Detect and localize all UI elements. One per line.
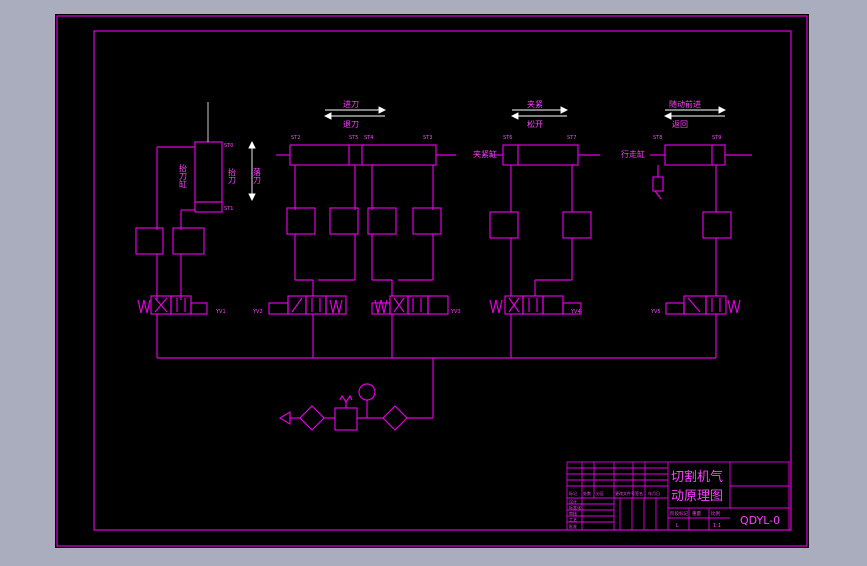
sensor-st1: ST1 [224,206,233,212]
tb-header-0: 标记 [569,490,577,496]
title-block-grid [566,461,790,531]
air-preparation-unit [278,383,408,431]
tb-header-3: 更改文件号 [615,490,635,496]
tb-stage-value: L [676,523,679,529]
sensor-st5: ST5 [349,135,358,141]
tb-scale-value: 1:1 [713,523,721,529]
sensor-st4: ST4 [364,135,373,141]
drawing-title-line1: 切割机气 [671,469,723,485]
cut-cylinder-label: 抬刀缸 [179,163,188,188]
tb-header-2: 分区 [596,490,604,496]
return-label: 返回 [672,120,688,129]
valve-yv3: YV3 [450,309,461,315]
tb-row-design: 设计 [569,498,577,504]
tb-stage-mark: 阶段标记 [670,510,688,517]
tb-row-review: 审核 [569,510,577,516]
title-block-text: 切割机气 动原理图 QDYL-0 标记 处数 分区 更改文件号 签名 年月日 设… [569,469,780,529]
sheet-inner-border [93,30,792,531]
lift-label: 抬刀 [228,167,237,185]
sensor-st8: ST8 [653,135,662,141]
travel-cylinder [650,144,752,296]
valve-yv1: YV1 [215,309,226,315]
valve-yv4: YV4 [570,309,581,315]
feed-cylinder [276,144,456,296]
follow-forward-label: 随动前进 [669,99,701,109]
travel-cylinder-label: 行走缸 [621,149,645,159]
drawing-number: QDYL-0 [740,514,780,527]
feed-label: 进刀 [343,100,359,109]
valve-yv5: YV5 [650,309,661,315]
sheet-outer-border [56,15,808,547]
tb-header-4: 签名 [635,490,643,496]
drop-label: 落刀 [253,167,262,185]
motion-arrows [248,106,727,202]
retract-label: 退刀 [343,120,359,129]
clamp-cylinder-label: 夹紧缸 [473,149,497,159]
sensor-st7: ST7 [567,135,576,141]
tb-row-approve: 批准 [569,523,577,529]
drawing-sheet [55,14,809,548]
clamp-label: 夹紧 [527,99,543,109]
tb-row-process: 工艺 [569,517,577,522]
release-label: 松开 [527,119,543,129]
supply-manifold [156,314,717,419]
valve-internal-flows [154,297,721,313]
tb-weight: 重量 [692,510,701,517]
tb-scale-label: 比例 [711,510,720,517]
tb-header-5: 年月日 [648,490,660,496]
sensor-st6: ST6 [503,135,512,141]
tb-header-1: 处数 [583,490,591,496]
valve-yv2: YV2 [252,309,263,315]
tb-row-standard: 标准化 [569,504,581,510]
drawing-title-line2: 动原理图 [671,489,723,504]
cut-lift-cylinder [156,102,223,230]
sensor-st9: ST9 [712,135,721,141]
clamp-cylinder [489,144,600,296]
sensor-st0: ST0 [224,143,233,149]
valve-springs [137,299,741,314]
cut-cylinder-sensors [135,227,205,300]
sensor-st2: ST2 [291,135,300,141]
sensor-st3: ST3 [423,135,432,141]
